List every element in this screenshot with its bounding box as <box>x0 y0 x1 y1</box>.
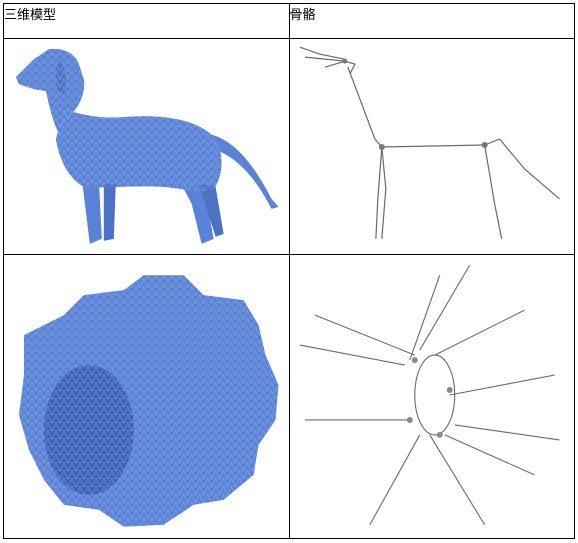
header-3d-model: 三维模型 <box>3 3 290 39</box>
gear-skeleton-cell <box>288 254 575 539</box>
header-row: 三维模型 骨骼 <box>3 3 575 39</box>
header-skeleton: 骨骼 <box>288 3 575 39</box>
dog-skeleton-cell <box>288 38 575 255</box>
gear-mesh-image <box>18 275 279 527</box>
table-row <box>3 254 575 539</box>
gear-skeleton <box>299 264 560 526</box>
gear-model-cell <box>3 254 290 539</box>
dog-mesh-image <box>15 48 279 244</box>
dog-body <box>15 48 279 244</box>
gear-skeleton-image <box>299 264 560 526</box>
gear-body <box>18 275 279 527</box>
dog-model-cell <box>3 38 290 255</box>
table-row <box>3 38 575 255</box>
comparison-table: 三维模型 骨骼 <box>3 3 575 539</box>
dog-skeleton-image <box>299 46 560 239</box>
dog-skeleton <box>299 46 560 239</box>
